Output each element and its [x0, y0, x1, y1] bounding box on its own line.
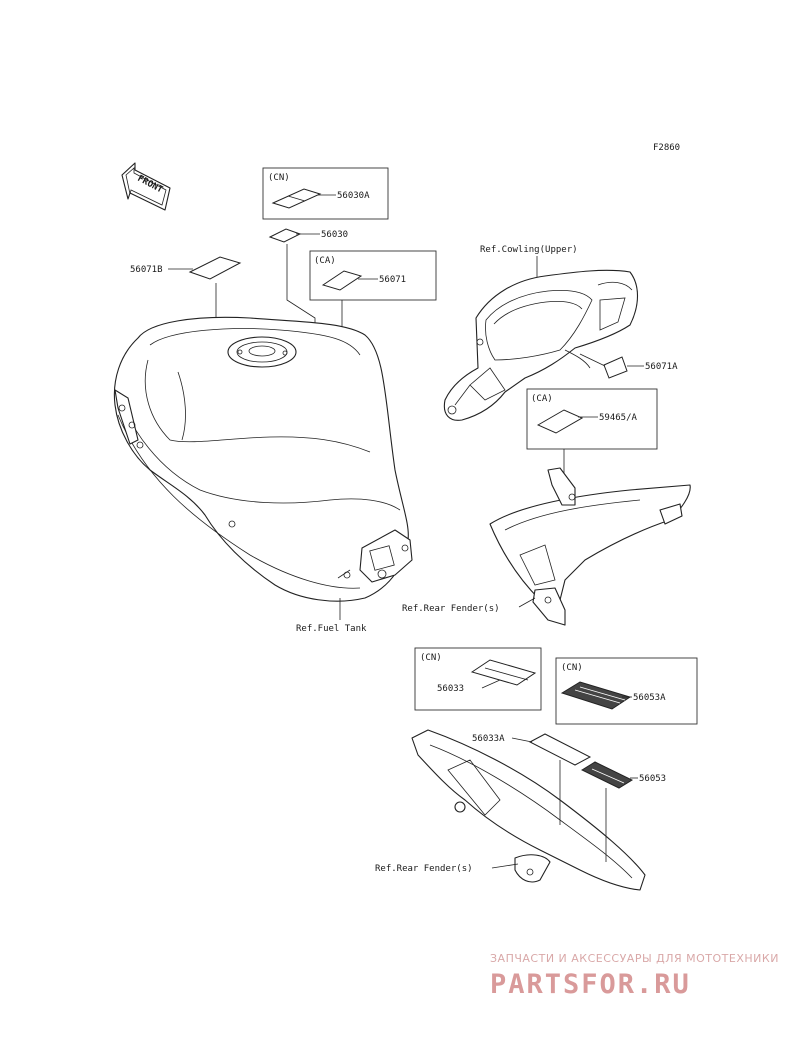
decal-56033A[interactable]: [528, 733, 592, 766]
watermark-tagline: ЗАПЧАСТИ И АКСЕССУАРЫ ДЛЯ МОТОТЕХНИКИ: [490, 952, 779, 965]
decal-56033[interactable]: [470, 659, 537, 686]
part-56030A[interactable]: 56030A: [337, 191, 370, 201]
front-arrow-icon: FRONT: [121, 162, 171, 211]
decal-56071[interactable]: [321, 270, 363, 291]
decal-56053[interactable]: [580, 761, 634, 789]
region-label-cn-56033: (CN): [420, 653, 442, 663]
fuel-tank: Ref.Fuel Tank: [113, 316, 413, 634]
decal-56071B[interactable]: [188, 256, 242, 280]
decal-group-56071A: 56071A: [579, 353, 678, 379]
cn-box-56033: (CN) 56033: [414, 647, 542, 711]
ref-cowling-upper[interactable]: Ref.Cowling(Upper): [480, 245, 578, 255]
cn-box-56030A: (CN) 56030A: [262, 167, 389, 220]
decal-56053A[interactable]: [560, 681, 632, 710]
ref-fuel-tank[interactable]: Ref.Fuel Tank: [296, 624, 367, 634]
region-label-ca-bottom: (CA): [531, 394, 553, 404]
cn-box-56053A: (CN) 56053A: [555, 657, 698, 725]
rear-fender-upper: Ref.Rear Fender(s): [402, 467, 691, 626]
part-56053A[interactable]: 56053A: [633, 693, 666, 703]
watermark-brand: PARTSFOR.RU: [490, 969, 691, 1000]
part-56033A[interactable]: 56033A: [472, 734, 505, 744]
part-56071[interactable]: 56071: [379, 275, 406, 285]
region-label-cn: (CN): [268, 173, 290, 183]
part-56071A[interactable]: 56071A: [645, 362, 678, 372]
region-label-ca-top: (CA): [314, 256, 336, 266]
diagram-code: F2860: [653, 143, 680, 153]
decal-group-56030: 56030: [268, 228, 348, 398]
part-56053[interactable]: 56053: [639, 774, 666, 784]
region-label-cn-56053A: (CN): [561, 663, 583, 673]
part-56071B[interactable]: 56071B: [130, 265, 163, 275]
watermark: ЗАПЧАСТИ И АКСЕССУАРЫ ДЛЯ МОТОТЕХНИКИ PA…: [490, 952, 779, 1000]
decal-56030[interactable]: [268, 228, 302, 243]
ref-rear-fender-2[interactable]: Ref.Rear Fender(s): [375, 864, 473, 874]
decal-56071A[interactable]: [603, 356, 628, 379]
part-59465A[interactable]: 59465/A: [599, 413, 638, 423]
decal-59465A[interactable]: [536, 409, 584, 434]
part-56033[interactable]: 56033: [437, 684, 464, 694]
part-56030[interactable]: 56030: [321, 230, 348, 240]
ref-rear-fender-1[interactable]: Ref.Rear Fender(s): [402, 604, 500, 614]
cowling-upper: Ref.Cowling(Upper): [443, 245, 639, 421]
rear-fender-lower: Ref.Rear Fender(s) 56033A 56053: [375, 729, 666, 891]
